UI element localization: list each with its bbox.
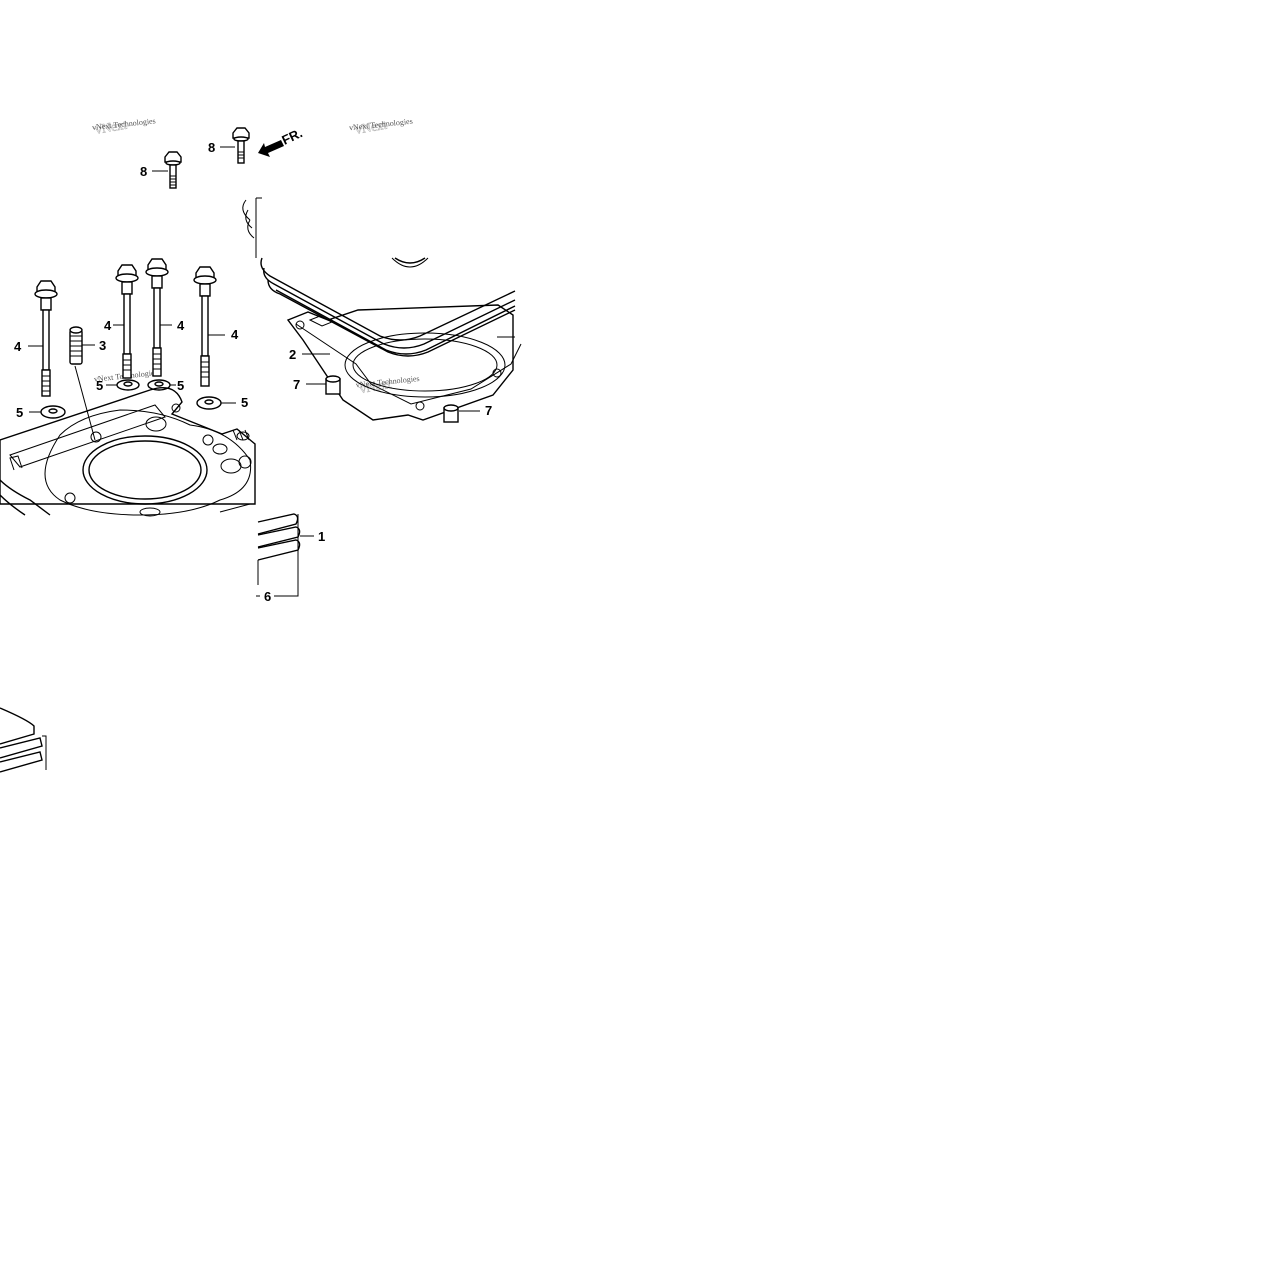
callout-4-d: 4 bbox=[231, 327, 239, 342]
bolt-8-upper bbox=[232, 127, 250, 164]
callout-6: 6 bbox=[264, 589, 271, 604]
stud-bolt-4-b bbox=[115, 264, 139, 379]
callout-7-b: 7 bbox=[485, 403, 492, 418]
callout-7-a: 7 bbox=[293, 377, 300, 392]
watermark-top-left: vNext vNext Technologies bbox=[92, 116, 157, 137]
dowel-pin-7-left bbox=[325, 375, 341, 395]
callout-3: 3 bbox=[99, 338, 106, 353]
cylinder-block-top bbox=[0, 387, 256, 517]
front-direction-arrow-icon bbox=[258, 140, 284, 157]
callout-4-a: 4 bbox=[14, 339, 22, 354]
washer-5-d bbox=[196, 396, 222, 410]
base-gasket-2 bbox=[286, 304, 522, 421]
callout-8-b: 8 bbox=[140, 164, 147, 179]
watermark-top-right: vNext vNext Technologies bbox=[349, 116, 414, 137]
callout-4-c: 4 bbox=[177, 318, 185, 333]
washer-5-b bbox=[116, 379, 140, 391]
bolt-8-lower bbox=[164, 151, 182, 189]
callout-5-b: 5 bbox=[96, 378, 103, 393]
callout-1: 1 bbox=[318, 529, 325, 544]
callout-4-b: 4 bbox=[104, 318, 112, 333]
svg-text:vNext: vNext bbox=[94, 117, 128, 137]
stud-bolt-4-c bbox=[145, 258, 169, 377]
callout-5-a: 5 bbox=[16, 405, 23, 420]
stud-bolt-4-a bbox=[34, 280, 58, 397]
stud-3 bbox=[69, 326, 83, 365]
callout-5-c: 5 bbox=[177, 378, 184, 393]
callout-5-d: 5 bbox=[241, 395, 248, 410]
callout-labels: 1 2 3 4 4 4 4 5 5 5 5 6 7 7 8 8 bbox=[14, 140, 492, 604]
callout-8-a: 8 bbox=[208, 140, 215, 155]
svg-text:vNext: vNext bbox=[354, 117, 388, 137]
bracket-1-6 bbox=[274, 514, 299, 597]
washer-5-a bbox=[40, 405, 66, 419]
dowel-pin-7-right bbox=[443, 404, 459, 423]
front-direction-label: FR. bbox=[279, 125, 304, 147]
cylinder-fragment-lower-left bbox=[0, 707, 47, 773]
cylinder-fins-top bbox=[242, 197, 262, 258]
callout-2: 2 bbox=[289, 347, 296, 362]
cylinder-body bbox=[260, 257, 516, 357]
cylinder-fins-bottom bbox=[257, 513, 301, 585]
stud-bolt-4-d bbox=[193, 266, 217, 387]
